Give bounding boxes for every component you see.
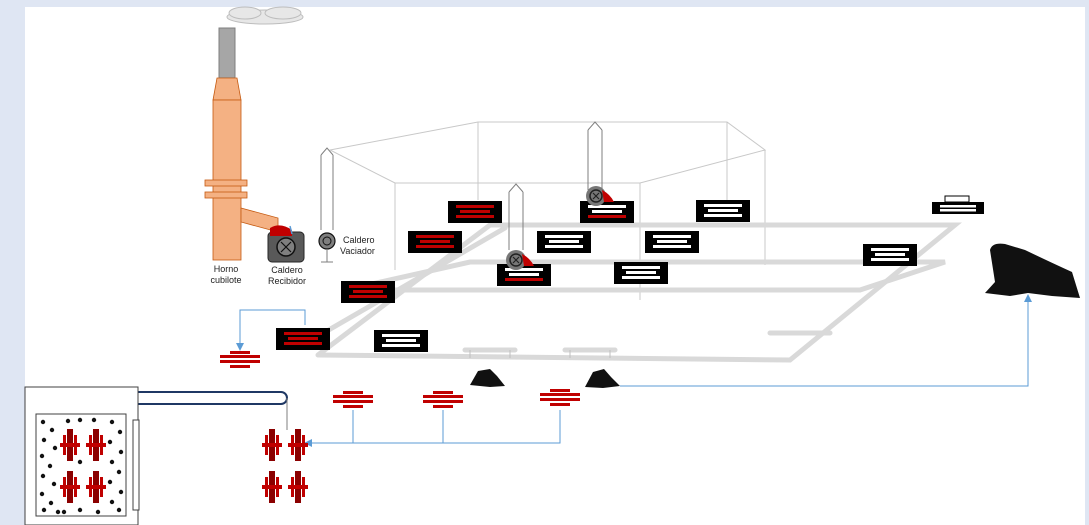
mold-filled xyxy=(276,328,330,350)
pourer-label-2: Vaciador xyxy=(340,246,375,256)
mold-empty xyxy=(696,200,750,222)
casting-pile-icon xyxy=(985,243,1080,298)
chimney-icon xyxy=(204,27,279,261)
shakeout-grid-icon xyxy=(24,386,140,525)
mold-filled xyxy=(448,201,502,223)
furnace-label-2: cubilote xyxy=(210,275,241,285)
mold-filled xyxy=(341,281,395,303)
flow-arrows xyxy=(239,300,1029,444)
mold-pouring xyxy=(497,264,551,286)
mold-empty xyxy=(374,330,428,352)
furnace-label: Horno xyxy=(214,264,239,274)
receiver-label: Caldero xyxy=(271,265,303,275)
mold-empty xyxy=(614,262,668,284)
mold-empty xyxy=(863,244,917,266)
pourer-ladle-icon xyxy=(318,147,336,263)
crane-hook-icon xyxy=(508,121,603,250)
casting-pile-icon xyxy=(470,369,505,387)
mold-filled xyxy=(408,231,462,253)
mold-empty xyxy=(537,231,591,253)
receiver-label-2: Recibidor xyxy=(268,276,306,286)
mold-empty xyxy=(645,231,699,253)
smoke-cloud-icon xyxy=(226,6,304,25)
building-frame xyxy=(328,121,767,300)
rail-track xyxy=(315,222,963,363)
mold-empty xyxy=(932,195,984,214)
pourer-label: Caldero xyxy=(343,235,375,245)
casting-pile-icon xyxy=(585,369,620,388)
mold-pouring xyxy=(580,201,634,223)
receiver-ladle-icon xyxy=(267,225,305,263)
